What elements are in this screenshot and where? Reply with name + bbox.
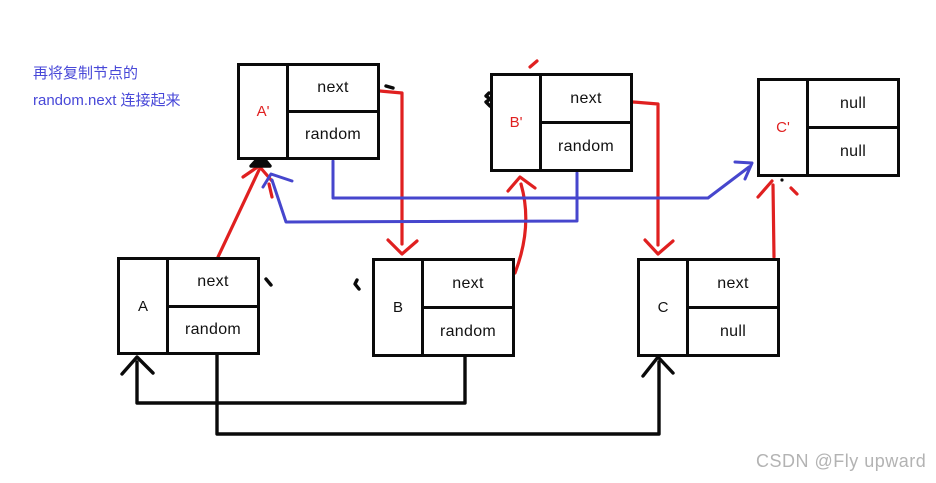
edge-a-random-arrowhead bbox=[641, 355, 675, 378]
node-label: C' bbox=[760, 81, 809, 174]
edge-b-random-arrowhead bbox=[120, 355, 155, 376]
edge-acopy-random-arrowhead bbox=[733, 160, 754, 181]
random-field: null bbox=[719, 322, 747, 340]
csdn-watermark: CSDN @Fly upward bbox=[756, 451, 927, 471]
edge-c-next-to-ccopy bbox=[771, 183, 776, 259]
edge-bcopy-random-to-acopy bbox=[270, 171, 579, 224]
next-field: next bbox=[689, 261, 777, 309]
node-label: C bbox=[640, 261, 689, 354]
edge-a-next-to-acopy bbox=[216, 168, 261, 259]
annotation-line-1: 再将复制节点的 bbox=[33, 65, 139, 82]
random-field: random bbox=[439, 322, 497, 340]
edge-a-random-to-c bbox=[215, 353, 661, 436]
edge-bcopy-random-arrowhead bbox=[261, 172, 294, 189]
edge-b-next-to-bcopy bbox=[513, 182, 528, 275]
edge-acopy-next-to-b bbox=[378, 89, 404, 246]
edge-acopy-next-arrowhead bbox=[386, 238, 419, 256]
edge-a-next-arrowhead bbox=[241, 164, 274, 183]
edge-bcopy-next-to-c bbox=[631, 100, 660, 247]
stray-black-tick-3 bbox=[384, 84, 395, 90]
edge-bcopy-next-arrowhead bbox=[643, 238, 675, 256]
random-field: random bbox=[184, 320, 242, 338]
next-field: next bbox=[542, 76, 630, 124]
annotation-text: 再将复制节点的 random.next 连接起来 bbox=[33, 60, 181, 114]
next-field: next bbox=[289, 66, 377, 113]
node-c: C next null bbox=[637, 258, 780, 357]
stray-black-dot bbox=[780, 178, 784, 182]
next-field: next bbox=[169, 260, 257, 308]
stray-black-tick-1 bbox=[264, 277, 273, 287]
edge-c-next-arrowhead-left bbox=[756, 179, 774, 199]
node-label: A' bbox=[240, 66, 289, 157]
node-label: B' bbox=[493, 76, 542, 169]
edge-b-random-to-a bbox=[135, 355, 467, 405]
annotation-line-2: random.next 连接起来 bbox=[33, 92, 181, 109]
node-b-copy: B' next random bbox=[490, 73, 633, 172]
edge-c-next-arrowhead-right bbox=[789, 186, 799, 196]
random-field: random bbox=[557, 137, 615, 155]
stray-red-tick bbox=[528, 59, 539, 69]
random-field: null bbox=[839, 142, 867, 160]
stray-black-tick-2 bbox=[353, 278, 361, 291]
random-field: random bbox=[304, 126, 362, 143]
next-field: null bbox=[809, 81, 897, 129]
next-field: next bbox=[424, 261, 512, 309]
node-c-copy: C' null null bbox=[757, 78, 900, 177]
node-label: B bbox=[375, 261, 424, 354]
node-a-copy: A' next random bbox=[237, 63, 380, 160]
node-a: A next random bbox=[117, 257, 260, 355]
edge-b-next-arrowhead bbox=[506, 175, 537, 193]
node-b: B next random bbox=[372, 258, 515, 357]
node-label: A bbox=[120, 260, 169, 352]
stray-red-mark bbox=[267, 182, 274, 199]
